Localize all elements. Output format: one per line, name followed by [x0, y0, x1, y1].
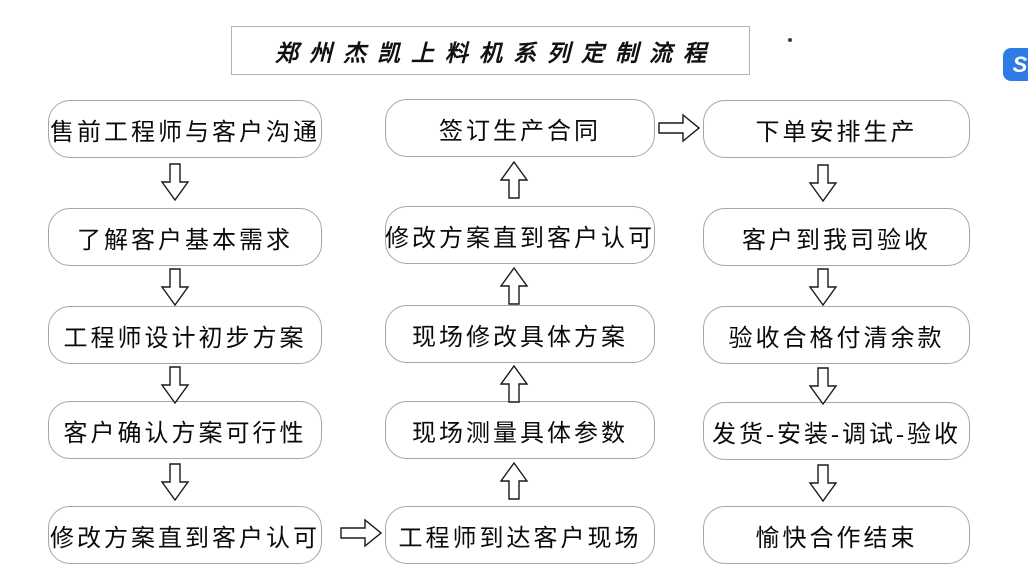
down-arrow-icon: [808, 164, 838, 202]
small-dot: [788, 38, 792, 42]
flow-step-onsite-revise-plan: 现场修改具体方案: [385, 305, 655, 363]
flow-step-sign-contract: 签订生产合同: [385, 99, 655, 157]
right-arrow-icon: [340, 518, 382, 548]
flow-step-initial-design: 工程师设计初步方案: [48, 306, 322, 364]
flow-step-pay-balance: 验收合格付清余款: [703, 306, 970, 364]
down-arrow-icon: [160, 268, 190, 306]
s-logo-icon[interactable]: S: [1003, 48, 1028, 81]
flowchart-title: 郑州杰凯上料机系列定制流程: [231, 26, 750, 75]
flow-step-ship-install-debug: 发货-安装-调试-验收: [703, 402, 970, 460]
down-arrow-icon: [808, 367, 838, 405]
flow-step-onsite-measure: 现场测量具体参数: [385, 401, 655, 459]
flow-step-revise-until-approved-2: 修改方案直到客户认可: [385, 206, 655, 264]
down-arrow-icon: [808, 464, 838, 502]
down-arrow-icon: [160, 163, 190, 201]
flow-step-customer-inspection: 客户到我司验收: [703, 208, 970, 266]
flow-step-revise-until-approved-1: 修改方案直到客户认可: [48, 506, 322, 564]
flow-step-presales-communication: 售前工程师与客户沟通: [48, 100, 322, 158]
flow-step-understand-needs: 了解客户基本需求: [48, 208, 322, 266]
up-arrow-icon: [499, 161, 529, 199]
flow-step-engineer-arrives: 工程师到达客户现场: [385, 506, 655, 564]
flow-step-place-order: 下单安排生产: [703, 100, 970, 158]
flow-step-confirm-feasibility: 客户确认方案可行性: [48, 401, 322, 459]
up-arrow-icon: [499, 267, 529, 305]
up-arrow-icon: [499, 365, 529, 403]
down-arrow-icon: [160, 366, 190, 404]
down-arrow-icon: [808, 268, 838, 306]
flow-step-cooperation-end: 愉快合作结束: [703, 506, 970, 564]
right-arrow-icon: [658, 113, 700, 143]
up-arrow-icon: [499, 462, 529, 500]
down-arrow-icon: [160, 463, 190, 501]
